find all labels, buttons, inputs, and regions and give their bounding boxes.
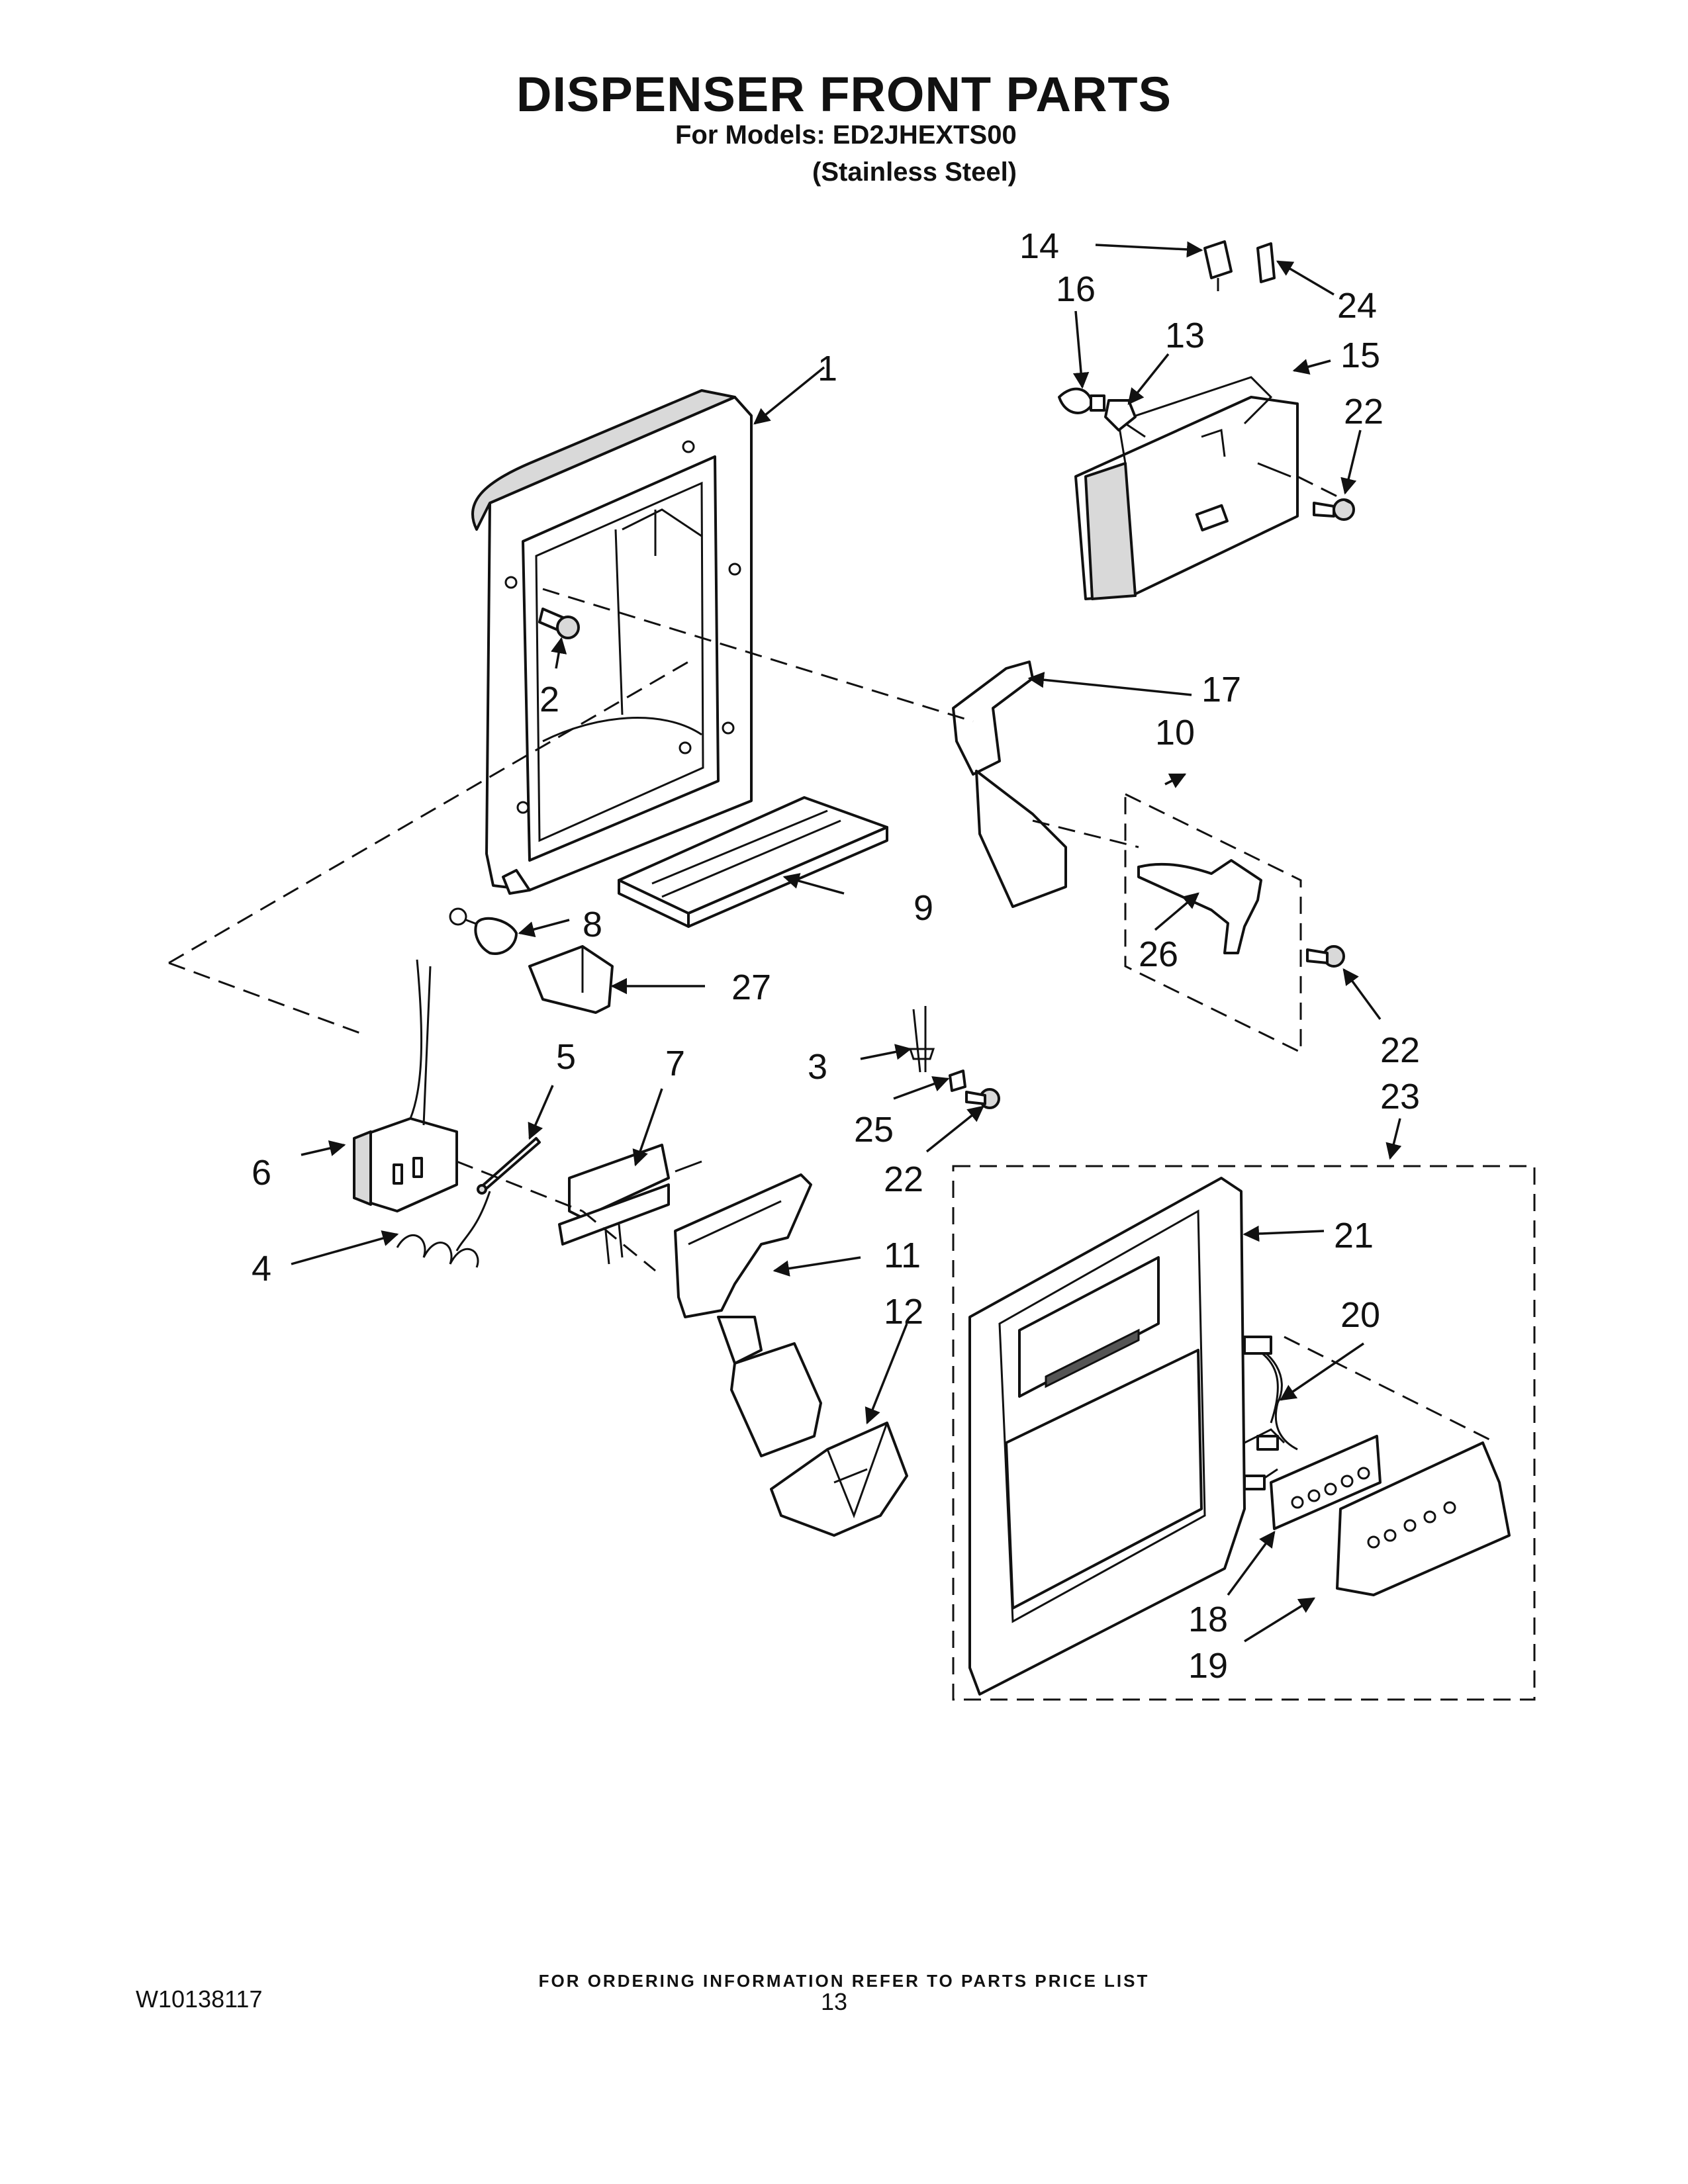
switch-part-14 <box>1203 240 1233 291</box>
control-board-part-18 <box>1270 1435 1382 1530</box>
actuator-part-6 <box>353 959 458 1212</box>
callout-11: 11 <box>884 1236 921 1275</box>
front-frame-part-21 <box>968 1177 1246 1696</box>
callout-15: 15 <box>1340 336 1380 375</box>
ice-paddle-part-11 <box>674 1173 822 1457</box>
callout-25: 25 <box>854 1110 894 1150</box>
callout-7: 7 <box>665 1044 685 1083</box>
pin-part-5 <box>477 1137 541 1195</box>
callout-17: 17 <box>1201 670 1241 709</box>
bulb-part-16 <box>1058 387 1105 414</box>
tab-part-25 <box>949 1069 966 1092</box>
callout-19: 19 <box>1188 1646 1228 1686</box>
socket-part-13 <box>1104 399 1146 438</box>
models-line: For Models: ED2JHEXTS00 <box>675 120 1017 150</box>
callout-5: 5 <box>556 1037 576 1077</box>
document-number: W10138117 <box>136 1985 263 2013</box>
callout-24: 24 <box>1337 286 1377 326</box>
callout-22-right: 22 <box>1380 1030 1420 1070</box>
finish-label: (Stainless Steel) <box>812 158 1017 187</box>
insulator-part-24 <box>1256 242 1276 283</box>
callout-14: 14 <box>1019 226 1059 266</box>
page-number: 13 <box>821 1988 848 2015</box>
callout-21: 21 <box>1334 1216 1374 1255</box>
callout-27: 27 <box>731 968 771 1007</box>
callout-13: 13 <box>1165 316 1205 355</box>
callout-4: 4 <box>252 1249 271 1289</box>
callout-3: 3 <box>808 1047 827 1087</box>
callout-20: 20 <box>1340 1295 1380 1335</box>
callout-16: 16 <box>1056 269 1096 309</box>
water-lever-part-17 <box>952 660 1067 908</box>
page-title: DISPENSER FRONT PARTS <box>516 67 1172 122</box>
callout-12: 12 <box>884 1292 923 1332</box>
housing-frame-part <box>471 389 753 895</box>
screw-part-22-upper <box>1313 498 1355 521</box>
callout-22-upper: 22 <box>1344 392 1383 432</box>
control-panel-part-19 <box>1336 1441 1511 1596</box>
screw-part-22-center <box>965 1088 1000 1109</box>
callout-2: 2 <box>539 680 559 719</box>
chute-part-12 <box>770 1422 908 1537</box>
callout-1: 1 <box>818 349 837 388</box>
screw-part-22-right <box>1306 945 1345 968</box>
callout-10: 10 <box>1155 713 1195 752</box>
upper-housing-part-15 <box>1074 376 1299 600</box>
callout-22-center: 22 <box>884 1160 923 1199</box>
callout-6: 6 <box>252 1153 271 1193</box>
spring-part-4 <box>396 1191 491 1268</box>
cover-part-27 <box>528 945 614 1014</box>
solenoid-part-8 <box>449 907 518 955</box>
callout-8: 8 <box>583 905 602 944</box>
callout-23: 23 <box>1380 1077 1420 1116</box>
ordering-note: FOR ORDERING INFORMATION REFER TO PARTS … <box>538 1971 1150 1991</box>
lever-part-26 <box>1137 859 1262 954</box>
spring-clip-part-3 <box>908 1006 935 1073</box>
callout-26: 26 <box>1139 934 1178 974</box>
screw-part-2 <box>538 608 580 639</box>
callout-9: 9 <box>914 888 933 928</box>
callout-18: 18 <box>1188 1600 1228 1639</box>
wire-harness-part-20 <box>1243 1336 1298 1490</box>
